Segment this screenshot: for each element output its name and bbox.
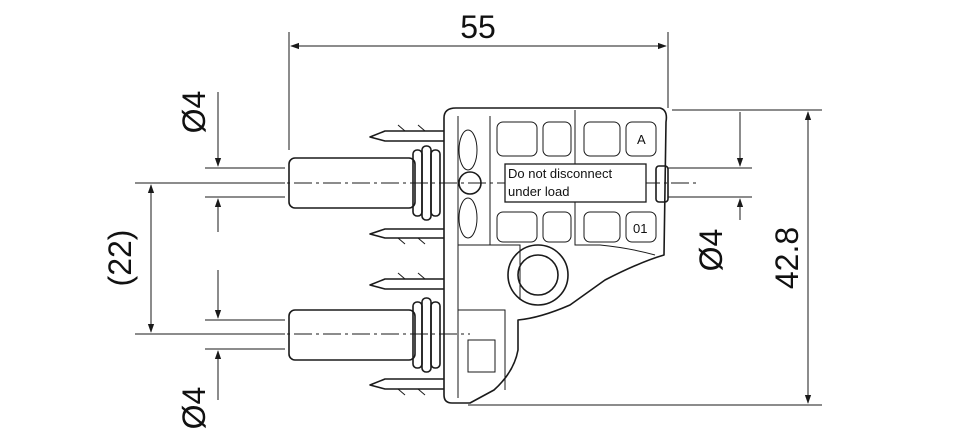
dimension-overall-height-value: 42.8 [769,227,805,289]
grip-pockets-bottom [496,211,657,243]
center-lines [265,182,700,335]
dimension-diameter-top-value: Ø4 [176,91,212,134]
o-ring-top [412,145,441,221]
dimension-overall-width-value: 55 [460,9,496,45]
latch-clips [369,124,444,396]
grip-pockets-top [496,121,657,157]
warning-label-line1: Do not disconnect [508,166,612,181]
dimension-diameter-bottom: Ø4 [176,270,285,429]
housing-outline [443,107,668,404]
dimension-diameter-top: Ø4 [176,91,285,232]
o-ring-bottom [412,297,441,373]
dimension-diameter-right-value: Ø4 [693,229,729,272]
dimension-pin-spacing-value: (22) [102,230,138,287]
dimension-diameter-right: Ø4 [668,112,752,271]
symbol-oval-top [458,129,478,171]
dimension-overall-height: 42.8 [468,109,822,406]
dimension-pin-spacing: (22) [102,182,285,335]
symbol-oval-bottom [458,197,478,239]
pin-bottom [288,309,416,361]
pin-top [288,157,416,209]
warning-label-line2: under load [508,184,569,199]
warning-label: Do not disconnect under load [504,163,647,203]
dimension-overall-width: 55 [288,9,669,150]
dimension-diameter-bottom-value: Ø4 [176,387,212,430]
marking-a: A [637,132,646,147]
center-circle [458,171,482,195]
socket-right [507,244,569,306]
connector-body [288,107,669,404]
marking-01: 01 [633,221,647,236]
end-cap [655,165,669,203]
